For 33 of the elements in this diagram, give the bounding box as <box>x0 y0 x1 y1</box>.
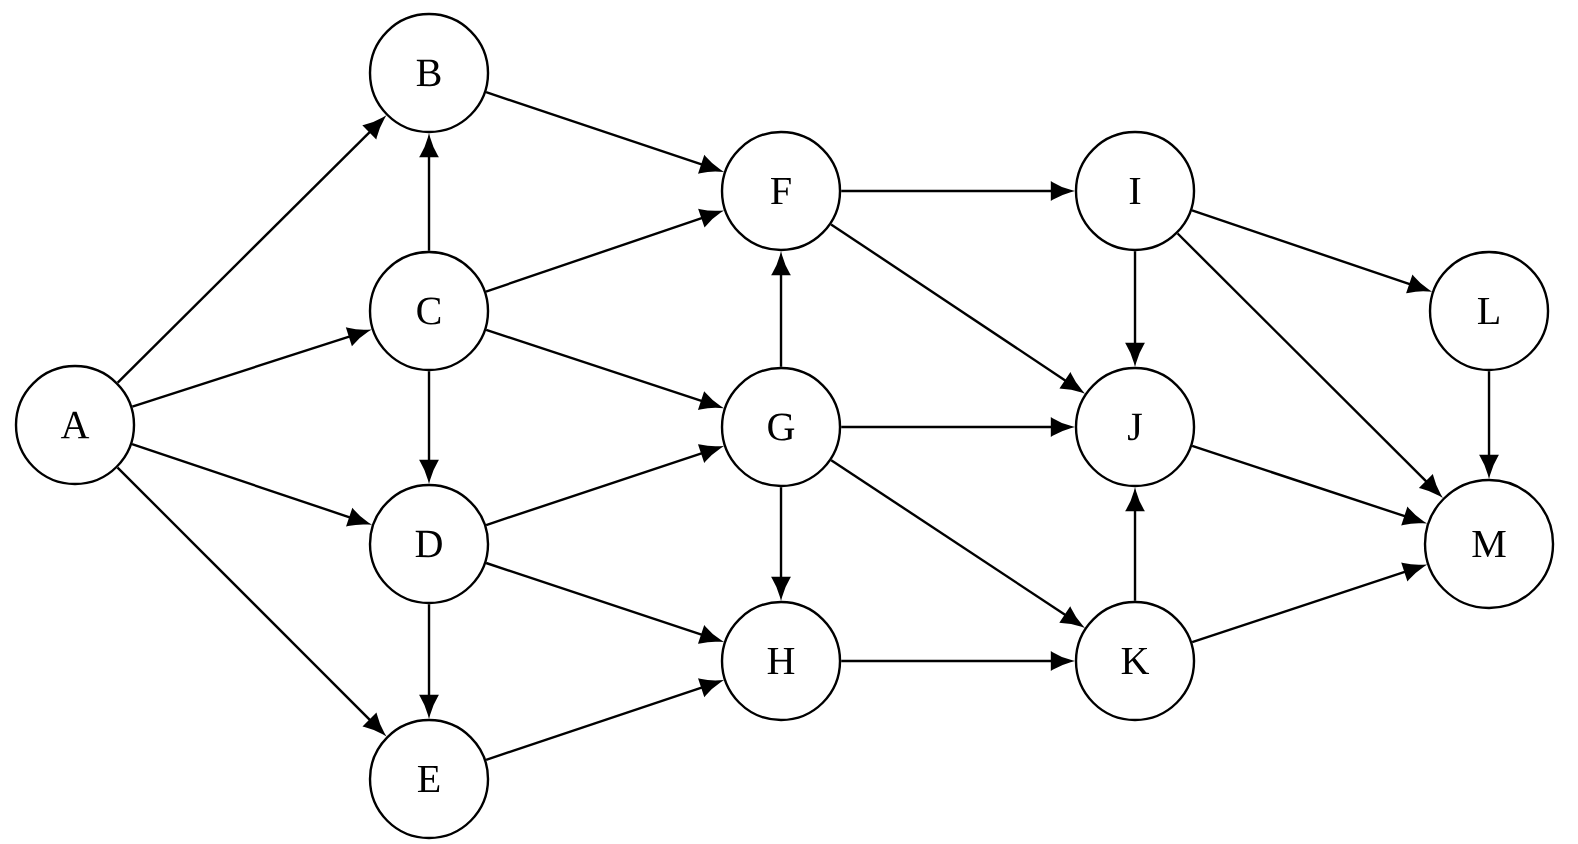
graph-node: B <box>368 12 490 134</box>
graph-node: M <box>1423 478 1555 610</box>
arrow <box>1126 251 1144 364</box>
arrow <box>772 487 790 598</box>
graph-node: A <box>14 364 136 486</box>
arrow <box>841 418 1072 436</box>
arrow <box>1126 490 1144 601</box>
arrow <box>485 328 721 410</box>
graph-node: K <box>1074 600 1196 722</box>
graph-node: I <box>1074 130 1196 252</box>
arrow <box>830 223 1083 393</box>
graph-node: J <box>1074 366 1196 488</box>
arrow <box>1191 444 1425 525</box>
arrow <box>830 459 1083 627</box>
arrow <box>485 444 721 527</box>
arrow <box>420 604 438 716</box>
arrow <box>1191 563 1425 644</box>
graph-node: D <box>368 483 490 605</box>
graph-node: L <box>1428 250 1550 372</box>
graph-node: C <box>368 250 490 372</box>
arrow <box>420 371 438 481</box>
arrow <box>841 182 1072 200</box>
arrow <box>485 678 721 761</box>
arrow <box>772 254 790 367</box>
arrow <box>420 136 438 251</box>
arrow <box>485 561 721 644</box>
arrow <box>841 652 1072 670</box>
graph-node: H <box>720 600 842 722</box>
arrow <box>485 91 721 174</box>
graph-node: F <box>720 130 842 252</box>
arrow <box>1480 371 1498 476</box>
graph-node: G <box>720 366 842 488</box>
graph-node: E <box>368 718 490 840</box>
